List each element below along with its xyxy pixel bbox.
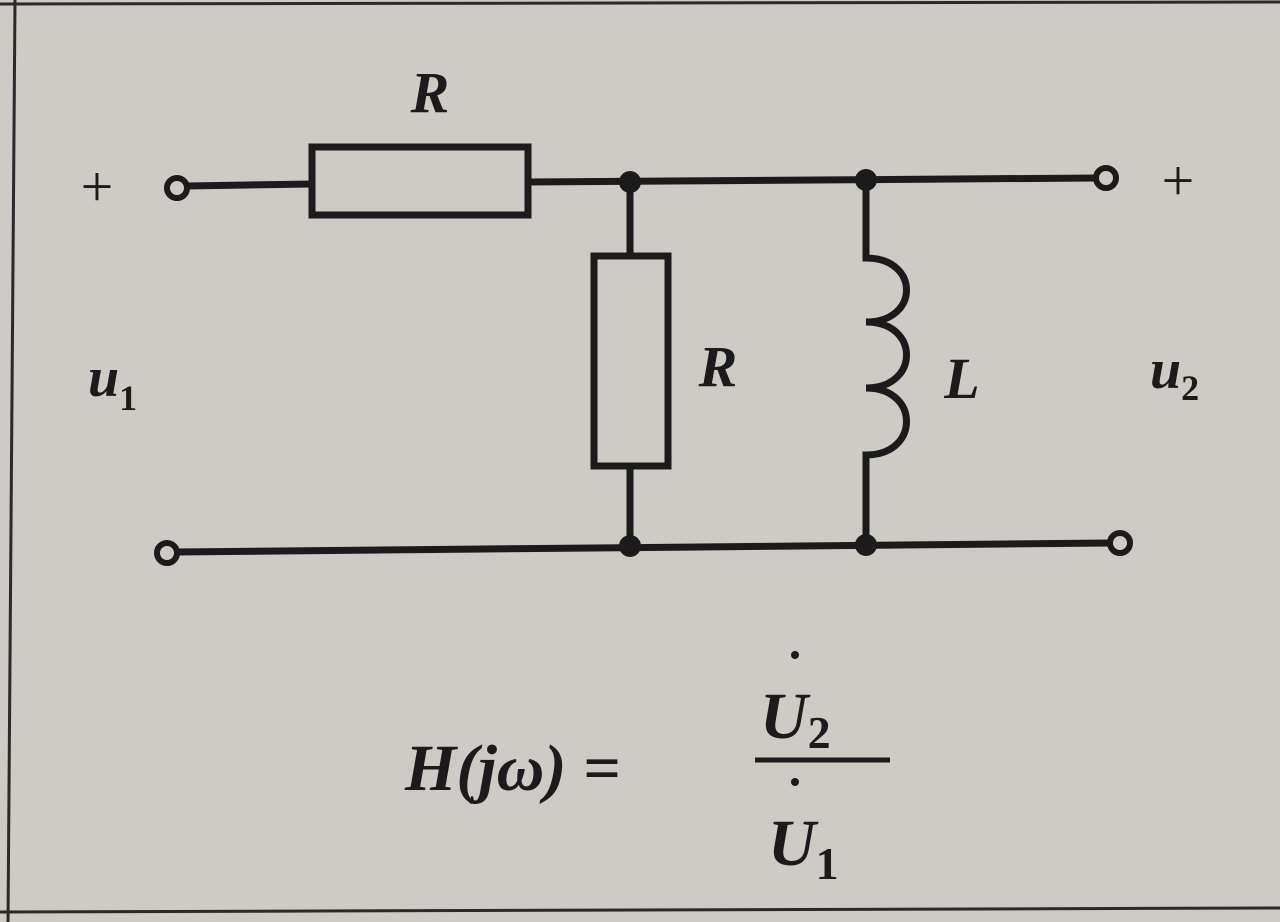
series-resistor: [308, 143, 532, 219]
shunt-resistor-label: R: [698, 334, 738, 399]
output-terminal-bottom: [1107, 530, 1133, 556]
junction-node: [855, 169, 877, 191]
derivative-dot: [791, 778, 799, 786]
input-terminal-bottom: [154, 540, 180, 566]
junction-node: [619, 171, 641, 193]
output-terminal-top: [1093, 165, 1119, 191]
derivative-dot: [791, 651, 799, 659]
formula-lhs: H(jω) =: [404, 732, 620, 805]
wire-bottom-rail: [175, 539, 1111, 556]
input-plus-sign: +: [81, 154, 114, 219]
wire-input-top: [186, 180, 313, 190]
frame-bottom: [0, 906, 1280, 914]
junction-node: [619, 535, 641, 557]
transfer-function-formula: H(jω) = U2 U1: [404, 651, 890, 889]
shunt-resistor: [590, 252, 672, 470]
junction-node: [855, 534, 877, 556]
inductor-label: L: [943, 346, 979, 411]
formula-numerator: U2: [760, 680, 831, 758]
shunt-inductor: [862, 180, 910, 545]
input-voltage-label: u1: [88, 347, 137, 418]
output-plus-sign: +: [1162, 148, 1195, 213]
frame-top: [0, 0, 1280, 6]
input-terminal-top: [164, 175, 190, 201]
frame-left: [6, 0, 17, 922]
wire-top-rail: [527, 174, 1097, 186]
formula-denominator: U1: [768, 807, 839, 889]
output-voltage-label: u2: [1150, 339, 1199, 408]
series-resistor-label: R: [410, 60, 450, 125]
